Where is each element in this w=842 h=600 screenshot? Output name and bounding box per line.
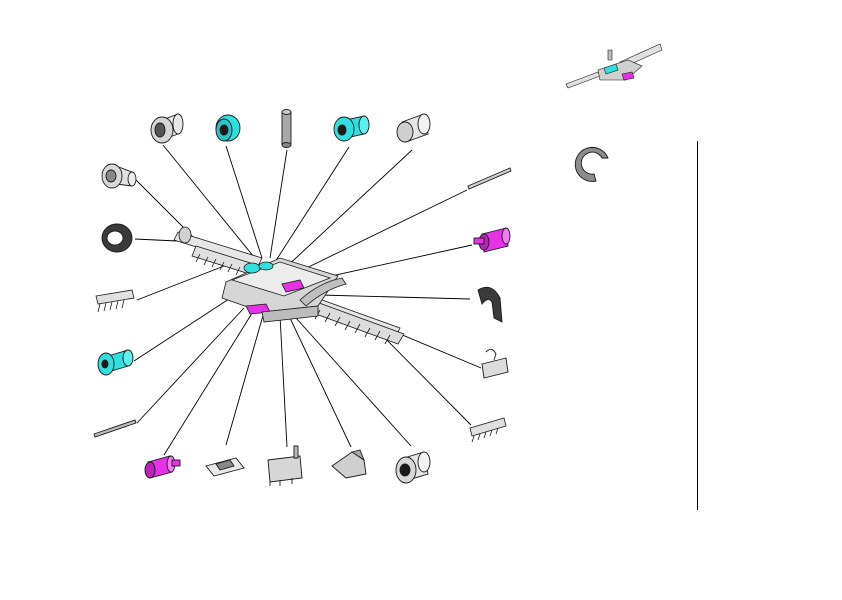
leader-line <box>319 294 471 300</box>
main-assembly <box>173 226 405 345</box>
washer-icon <box>101 223 133 253</box>
housing-front <box>261 305 319 323</box>
magenta-insert <box>281 279 305 293</box>
clip-bracket-icon <box>481 349 509 379</box>
panel-divider <box>697 141 698 510</box>
cyan-roller-icon <box>97 349 134 376</box>
leader-line <box>225 311 265 446</box>
cyan-roller-mounted <box>243 262 261 274</box>
sleeve-icon <box>396 113 431 143</box>
spring-clip-icon <box>477 286 503 323</box>
comb-plate-icon <box>469 417 507 443</box>
magenta-roller-icon <box>144 455 181 479</box>
leader-line <box>279 315 288 448</box>
assembly-thumbnail <box>565 43 663 89</box>
cyan-roller-mounted <box>258 261 274 271</box>
cam-block-icon <box>331 449 367 479</box>
c-ring-icon <box>574 146 609 182</box>
leader-line <box>289 189 468 277</box>
cyan-flanged-roller-icon <box>333 115 370 142</box>
rod-icon <box>93 419 137 438</box>
leader-line <box>133 296 233 362</box>
cyan-spacer-icon <box>215 114 241 142</box>
magenta-roller-icon <box>473 227 511 253</box>
rod-icon <box>467 167 512 190</box>
leader-line <box>371 324 472 426</box>
leader-line <box>295 317 412 447</box>
leader-line <box>163 309 255 456</box>
leader-line <box>274 146 350 263</box>
left-shaft-end <box>178 226 192 244</box>
latch-plate-icon <box>205 457 245 477</box>
leader-line <box>289 317 352 448</box>
comb-plate-icon <box>95 289 135 313</box>
flange-bearing-icon <box>101 163 137 189</box>
leader-line <box>136 265 225 301</box>
handle-arch <box>299 277 347 307</box>
leader-line <box>225 145 263 259</box>
leader-line <box>282 149 413 271</box>
pin-icon <box>281 109 292 148</box>
bushing-icon <box>395 451 431 484</box>
flanged-bushing-icon <box>150 113 184 144</box>
bracket-icon <box>267 445 303 486</box>
leader-line <box>162 144 259 263</box>
leader-line <box>136 307 245 424</box>
leader-line <box>269 149 288 259</box>
leader-lines <box>133 144 482 456</box>
